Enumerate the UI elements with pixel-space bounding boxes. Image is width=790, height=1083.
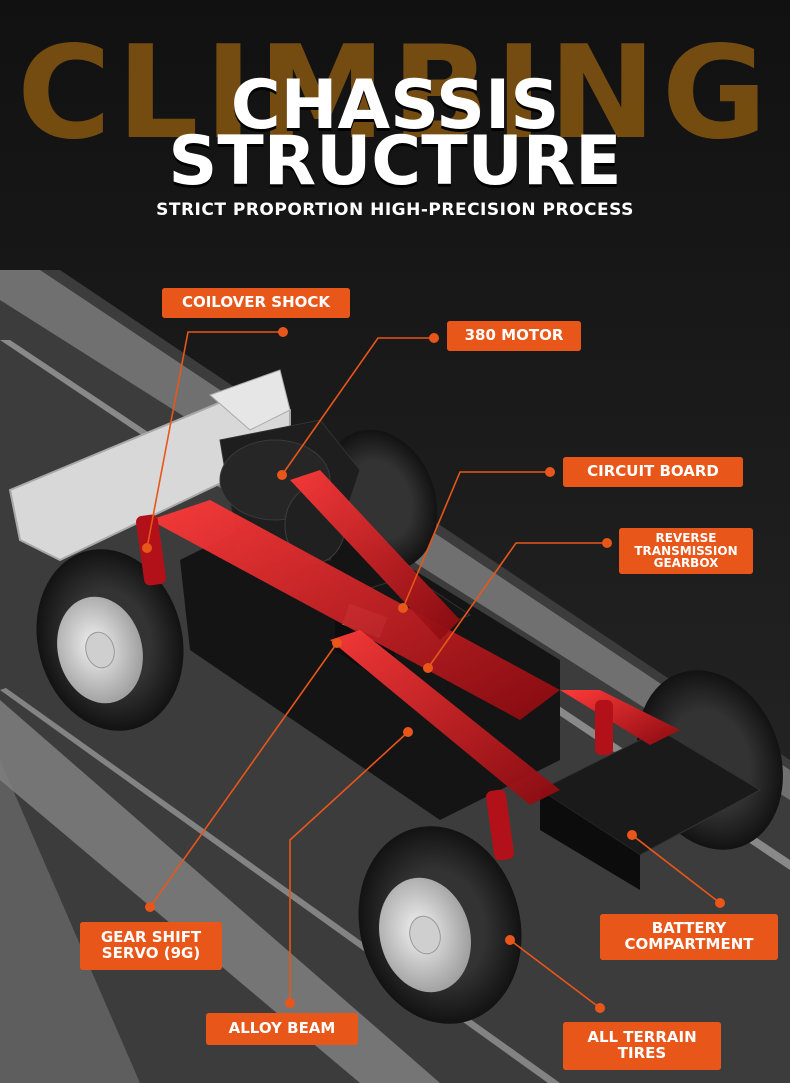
label-gear-shift-servo: GEAR SHIFT SERVO (9G) xyxy=(80,922,222,970)
page-subtitle: STRICT PROPORTION HIGH-PRECISION PROCESS xyxy=(156,200,634,220)
label-battery-compartment: BATTERY COMPARTMENT xyxy=(600,914,778,960)
callout-dot xyxy=(145,902,155,912)
callout-dot xyxy=(142,543,152,553)
callout-dot xyxy=(602,538,612,548)
label-all-terrain-tires: ALL TERRAIN TIRES xyxy=(563,1022,721,1070)
background-word: CLIMBING xyxy=(17,19,773,168)
label-coilover-shock: COILOVER SHOCK xyxy=(162,288,350,318)
callout-dot xyxy=(423,663,433,673)
label-alloy-beam: ALLOY BEAM xyxy=(206,1013,358,1045)
callout-dot xyxy=(429,333,439,343)
callout-dot xyxy=(277,470,287,480)
callout-dot xyxy=(278,327,288,337)
callout-dot xyxy=(505,935,515,945)
callout-dot xyxy=(398,603,408,613)
callout-dot xyxy=(627,830,637,840)
callout-dot xyxy=(332,638,342,648)
callout-dot xyxy=(715,898,725,908)
label-reverse-transmission-gearbox: REVERSE TRANSMISSION GEARBOX xyxy=(619,528,753,574)
callout-dot xyxy=(285,998,295,1008)
callout-dot xyxy=(403,727,413,737)
page-title-line-1: CHASSIS xyxy=(230,66,560,145)
callout-dot xyxy=(595,1003,605,1013)
callout-dot xyxy=(545,467,555,477)
label-circuit-board: CIRCUIT BOARD xyxy=(563,457,743,487)
label-380-motor: 380 MOTOR xyxy=(447,321,581,351)
page-title-line-2: STRUCTURE xyxy=(168,122,622,201)
